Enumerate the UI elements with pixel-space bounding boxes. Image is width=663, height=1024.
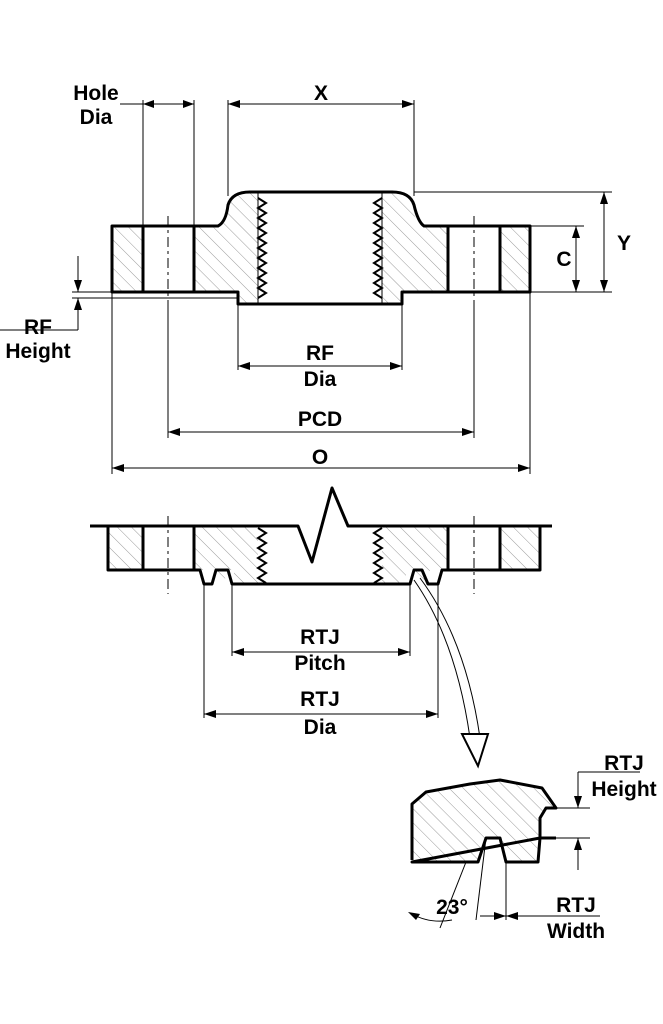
rtj-groove-detail bbox=[408, 771, 640, 929]
label-rtj-dia-line2: Dia bbox=[304, 716, 337, 739]
label-x: X bbox=[314, 82, 328, 105]
label-rtj-width-line1: RTJ bbox=[556, 894, 596, 917]
rtj-thread-right bbox=[372, 527, 384, 584]
label-hole-dia-line2: Dia bbox=[80, 106, 113, 129]
label-rtj-dia-line1: RTJ bbox=[300, 688, 340, 711]
rf-flange-outline bbox=[110, 190, 532, 306]
label-c: C bbox=[556, 248, 571, 271]
dimension-labels: Hole Dia X Y C RF Height RF Dia PCD O RT… bbox=[5, 82, 656, 943]
label-angle-23: 23° bbox=[436, 896, 468, 919]
rf-thread-left bbox=[256, 197, 268, 299]
detail-callout-arrowhead bbox=[460, 733, 490, 769]
rf-thread-right bbox=[372, 197, 384, 299]
label-hole-dia-line1: Hole bbox=[73, 82, 119, 105]
detail-callout-arrow bbox=[413, 579, 471, 739]
label-rtj-pitch-line2: Pitch bbox=[294, 652, 345, 675]
label-rf-height-line1: RF bbox=[24, 316, 52, 339]
rf-dimensions bbox=[0, 100, 612, 474]
label-rf-dia-line2: Dia bbox=[304, 368, 337, 391]
rtj-break-line bbox=[90, 486, 552, 564]
rtj-flange-section bbox=[90, 486, 552, 594]
label-y: Y bbox=[617, 232, 631, 255]
rtj-flange-left-body bbox=[108, 526, 258, 584]
rtj-flange-outline bbox=[106, 526, 542, 586]
rf-flange-right-body bbox=[382, 192, 530, 304]
rf-flange-left-body bbox=[112, 192, 258, 304]
label-rtj-width-line2: Width bbox=[547, 920, 605, 943]
rtj-thread-left bbox=[256, 527, 268, 584]
label-rf-height-line2: Height bbox=[5, 340, 70, 363]
rtj-flange-right-body bbox=[382, 526, 540, 584]
rtj-detail-outline bbox=[410, 778, 558, 864]
label-rtj-height-line1: RTJ bbox=[604, 752, 644, 775]
label-o: O bbox=[312, 446, 328, 469]
label-rf-dia-line1: RF bbox=[306, 342, 334, 365]
label-rtj-pitch-line1: RTJ bbox=[300, 626, 340, 649]
rtj-dimensions bbox=[203, 577, 490, 769]
label-rtj-height-line2: Height bbox=[591, 778, 656, 801]
rf-flange-section bbox=[110, 190, 532, 306]
label-pcd: PCD bbox=[298, 408, 342, 431]
